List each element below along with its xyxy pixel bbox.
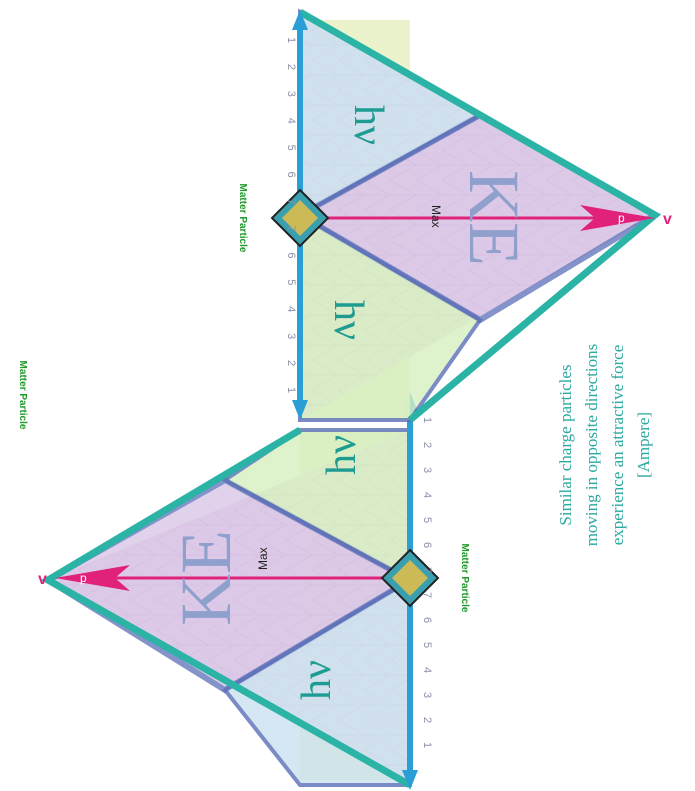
right-matter-label: Matter Particle	[237, 184, 248, 253]
left-max-label: Max	[256, 547, 270, 570]
ruler-number: 3	[421, 692, 433, 698]
left-ke-arrowhead	[55, 565, 130, 591]
right-structure: p v KE Max hν hν Matter Particle	[237, 8, 672, 423]
right-max-label: Max	[429, 205, 443, 228]
caption-box: Similar charge particles moving in oppos…	[540, 285, 670, 605]
ruler-number: 2	[285, 360, 297, 366]
ruler-number: 5	[421, 517, 433, 523]
left-hnu-upper: hν	[319, 435, 365, 475]
ruler-number: 1	[285, 37, 297, 43]
ruler-number: 7	[285, 225, 297, 231]
right-axis-arrowhead-top	[292, 10, 308, 30]
left-axis-arrowhead-bottom	[402, 770, 418, 790]
right-ke-label: KE	[454, 170, 534, 266]
left-matter-label: Matter Particle	[459, 544, 470, 613]
top-matter-label: Matter Particle	[17, 361, 28, 430]
ruler-number: 3	[285, 91, 297, 97]
ruler-number: 7	[421, 567, 433, 573]
ruler-left: 1 2 3 4 5 6 7 7 6 5 4 3 2 1	[421, 417, 433, 748]
caption-line-4: [Ampere]	[634, 411, 653, 479]
right-hnu-upper: hν	[345, 105, 391, 145]
ruler-number: 2	[421, 717, 433, 723]
caption: Similar charge particles moving in oppos…	[553, 280, 657, 610]
right-v-label: v	[663, 211, 672, 228]
caption-line-2: moving in opposite directions	[582, 343, 601, 547]
right-outer-border	[298, 8, 662, 423]
ruler-number: 4	[421, 492, 433, 498]
ruler-number: 4	[421, 667, 433, 673]
ruler-number: 2	[285, 64, 297, 70]
ruler-number: 6	[285, 172, 297, 178]
caption-line-3: experience an attractive force	[608, 344, 627, 546]
ruler-number: 7	[421, 592, 433, 598]
left-outer-border	[41, 426, 412, 789]
ruler-number: 5	[285, 145, 297, 151]
ruler-number: 1	[421, 417, 433, 423]
ruler-number: 4	[285, 306, 297, 312]
right-p-label: p	[618, 211, 625, 225]
caption-line-1: Similar charge particles	[556, 364, 575, 526]
ruler-number: 2	[421, 442, 433, 448]
left-ke-label: KE	[166, 530, 246, 626]
left-p-label: p	[80, 571, 87, 585]
ruler-number: 5	[421, 642, 433, 648]
ruler-number: 1	[421, 742, 433, 748]
right-axis-arrowhead-bottom	[292, 400, 308, 420]
ruler-number: 6	[421, 542, 433, 548]
left-structure: p v KE Max hν hν Matter Particle	[38, 392, 470, 790]
ruler-number: 5	[285, 279, 297, 285]
ruler-number: 6	[421, 617, 433, 623]
ruler-number: 4	[285, 118, 297, 124]
ruler-number: 6	[285, 252, 297, 258]
left-v-label: v	[38, 571, 47, 588]
right-ke-arrowhead	[580, 205, 655, 231]
ruler-number: 7	[285, 198, 297, 204]
right-hnu-lower: hν	[325, 300, 371, 340]
ruler-right: 1 2 3 4 5 6 7 7 6 5 4 3 2 1	[285, 37, 297, 393]
left-hnu-lower: hν	[294, 660, 340, 700]
ruler-number: 1	[285, 387, 297, 393]
ruler-number: 3	[285, 333, 297, 339]
ruler-number: 3	[421, 467, 433, 473]
